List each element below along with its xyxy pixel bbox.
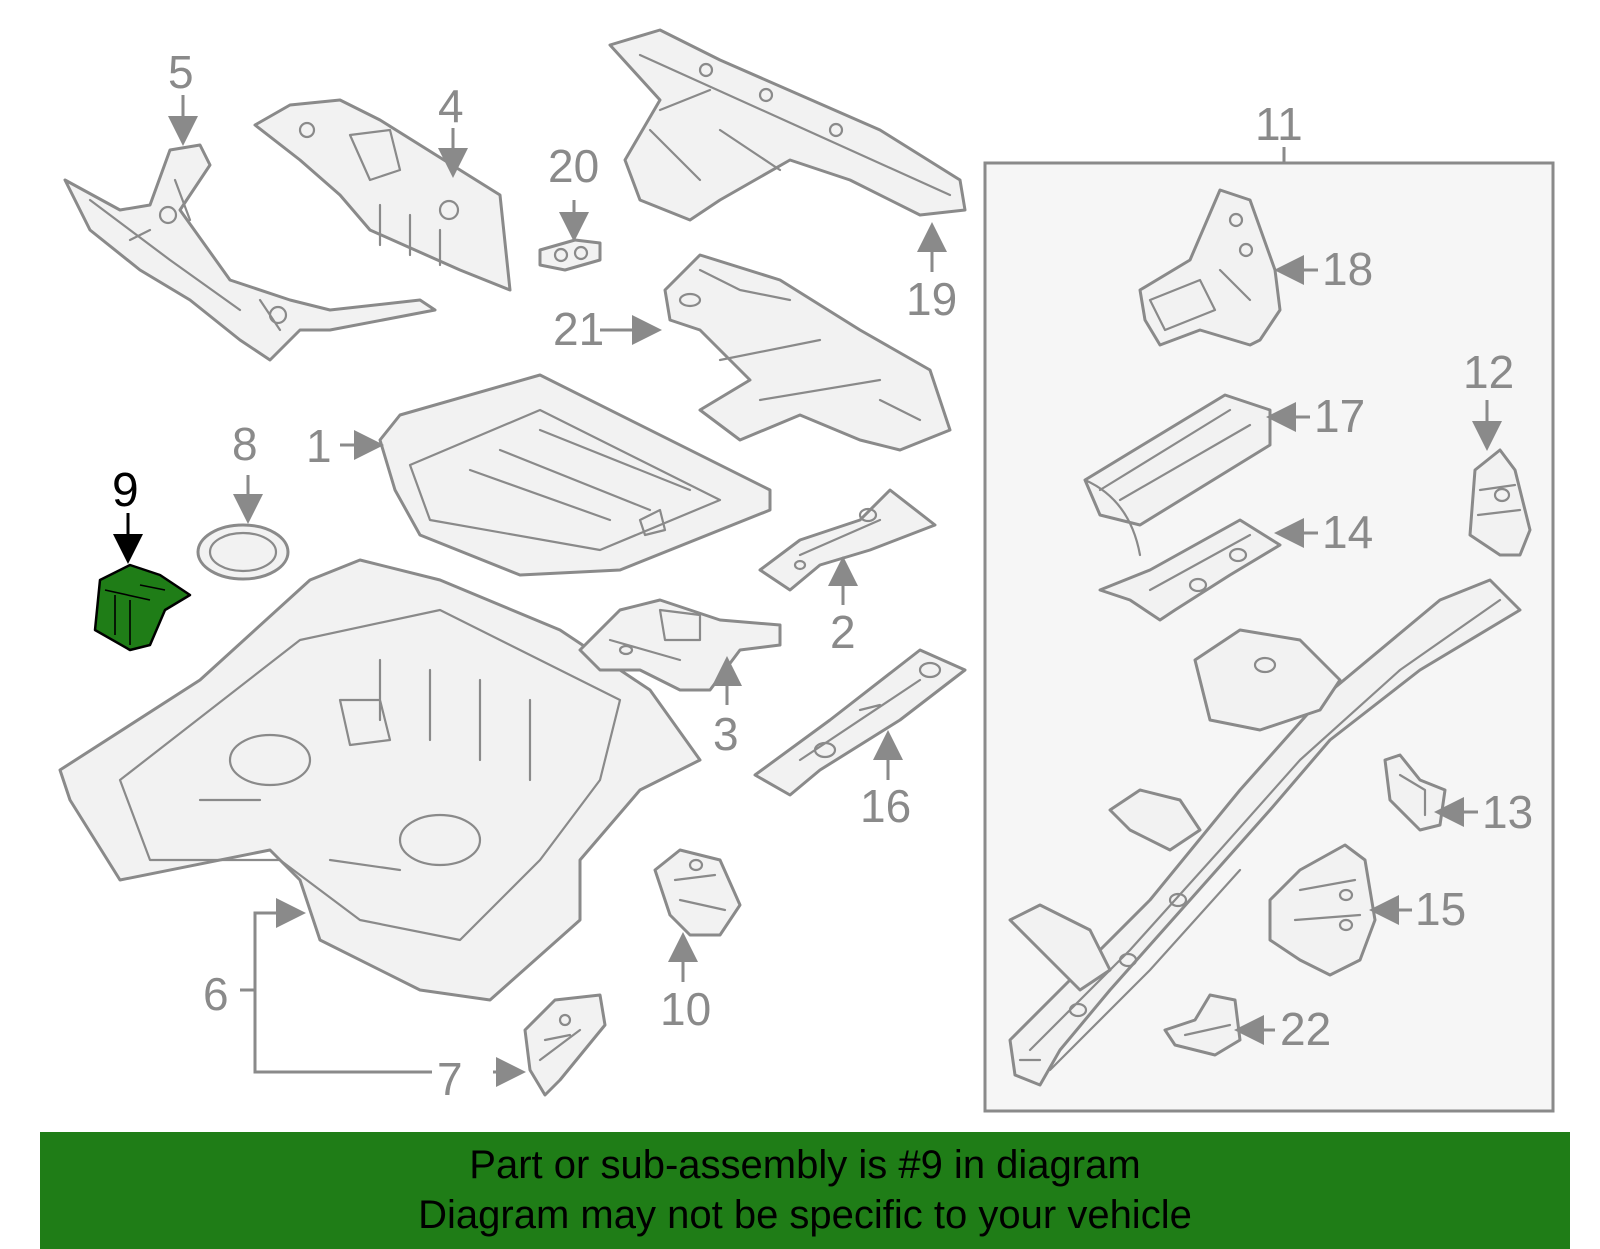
callout-14: 14 [1322, 506, 1373, 558]
part-4[interactable] [253, 98, 512, 292]
callout-4: 4 [438, 80, 464, 132]
callout-15: 15 [1415, 883, 1466, 935]
part-12[interactable] [1468, 448, 1532, 557]
part-1[interactable] [378, 373, 772, 577]
part-3[interactable] [578, 598, 782, 692]
part-15[interactable] [1268, 843, 1377, 977]
callout-1: 1 [306, 420, 332, 472]
callout-13: 13 [1482, 786, 1533, 838]
callout-17: 17 [1314, 390, 1365, 442]
part-10[interactable] [653, 848, 742, 937]
part-8[interactable] [196, 523, 290, 581]
banner-line-1: Part or sub-assembly is #9 in diagram [469, 1143, 1141, 1187]
part-16[interactable] [753, 648, 967, 797]
callout-11: 11 [1255, 98, 1303, 150]
part-5[interactable] [63, 143, 437, 362]
callout-2: 2 [830, 606, 856, 658]
part-19[interactable] [608, 28, 967, 222]
callout-12: 12 [1463, 346, 1514, 398]
part-2[interactable] [758, 488, 937, 592]
info-banner: Part or sub-assembly is #9 in diagram Di… [40, 1132, 1570, 1249]
part-11[interactable] [1008, 578, 1522, 1087]
parts-diagram: 5 4 20 19 21 1 8 9 2 3 16 10 6 7 11 18 1… [58, 28, 1555, 1113]
part-9[interactable] [93, 563, 192, 652]
callout-16: 16 [860, 780, 911, 832]
callout-20: 20 [548, 140, 599, 192]
part-20[interactable] [538, 238, 602, 272]
callout-22: 22 [1280, 1003, 1331, 1055]
part-7[interactable] [523, 993, 607, 1097]
callout-8: 8 [232, 418, 258, 470]
callout-18: 18 [1322, 243, 1373, 295]
callout-19: 19 [906, 273, 957, 325]
callout-9: 9 [112, 464, 139, 517]
part-6[interactable] [58, 558, 702, 1002]
part-17[interactable] [1083, 393, 1272, 557]
banner-line-2: Diagram may not be specific to your vehi… [418, 1193, 1192, 1237]
callout-7: 7 [437, 1053, 463, 1105]
part-21[interactable] [663, 253, 952, 452]
part-14[interactable] [1098, 518, 1282, 622]
callout-21: 21 [553, 303, 604, 355]
callout-10: 10 [660, 983, 711, 1035]
part-18[interactable] [1138, 188, 1282, 347]
callout-5: 5 [168, 46, 194, 98]
callout-6: 6 [203, 968, 229, 1020]
callout-3: 3 [713, 708, 739, 760]
